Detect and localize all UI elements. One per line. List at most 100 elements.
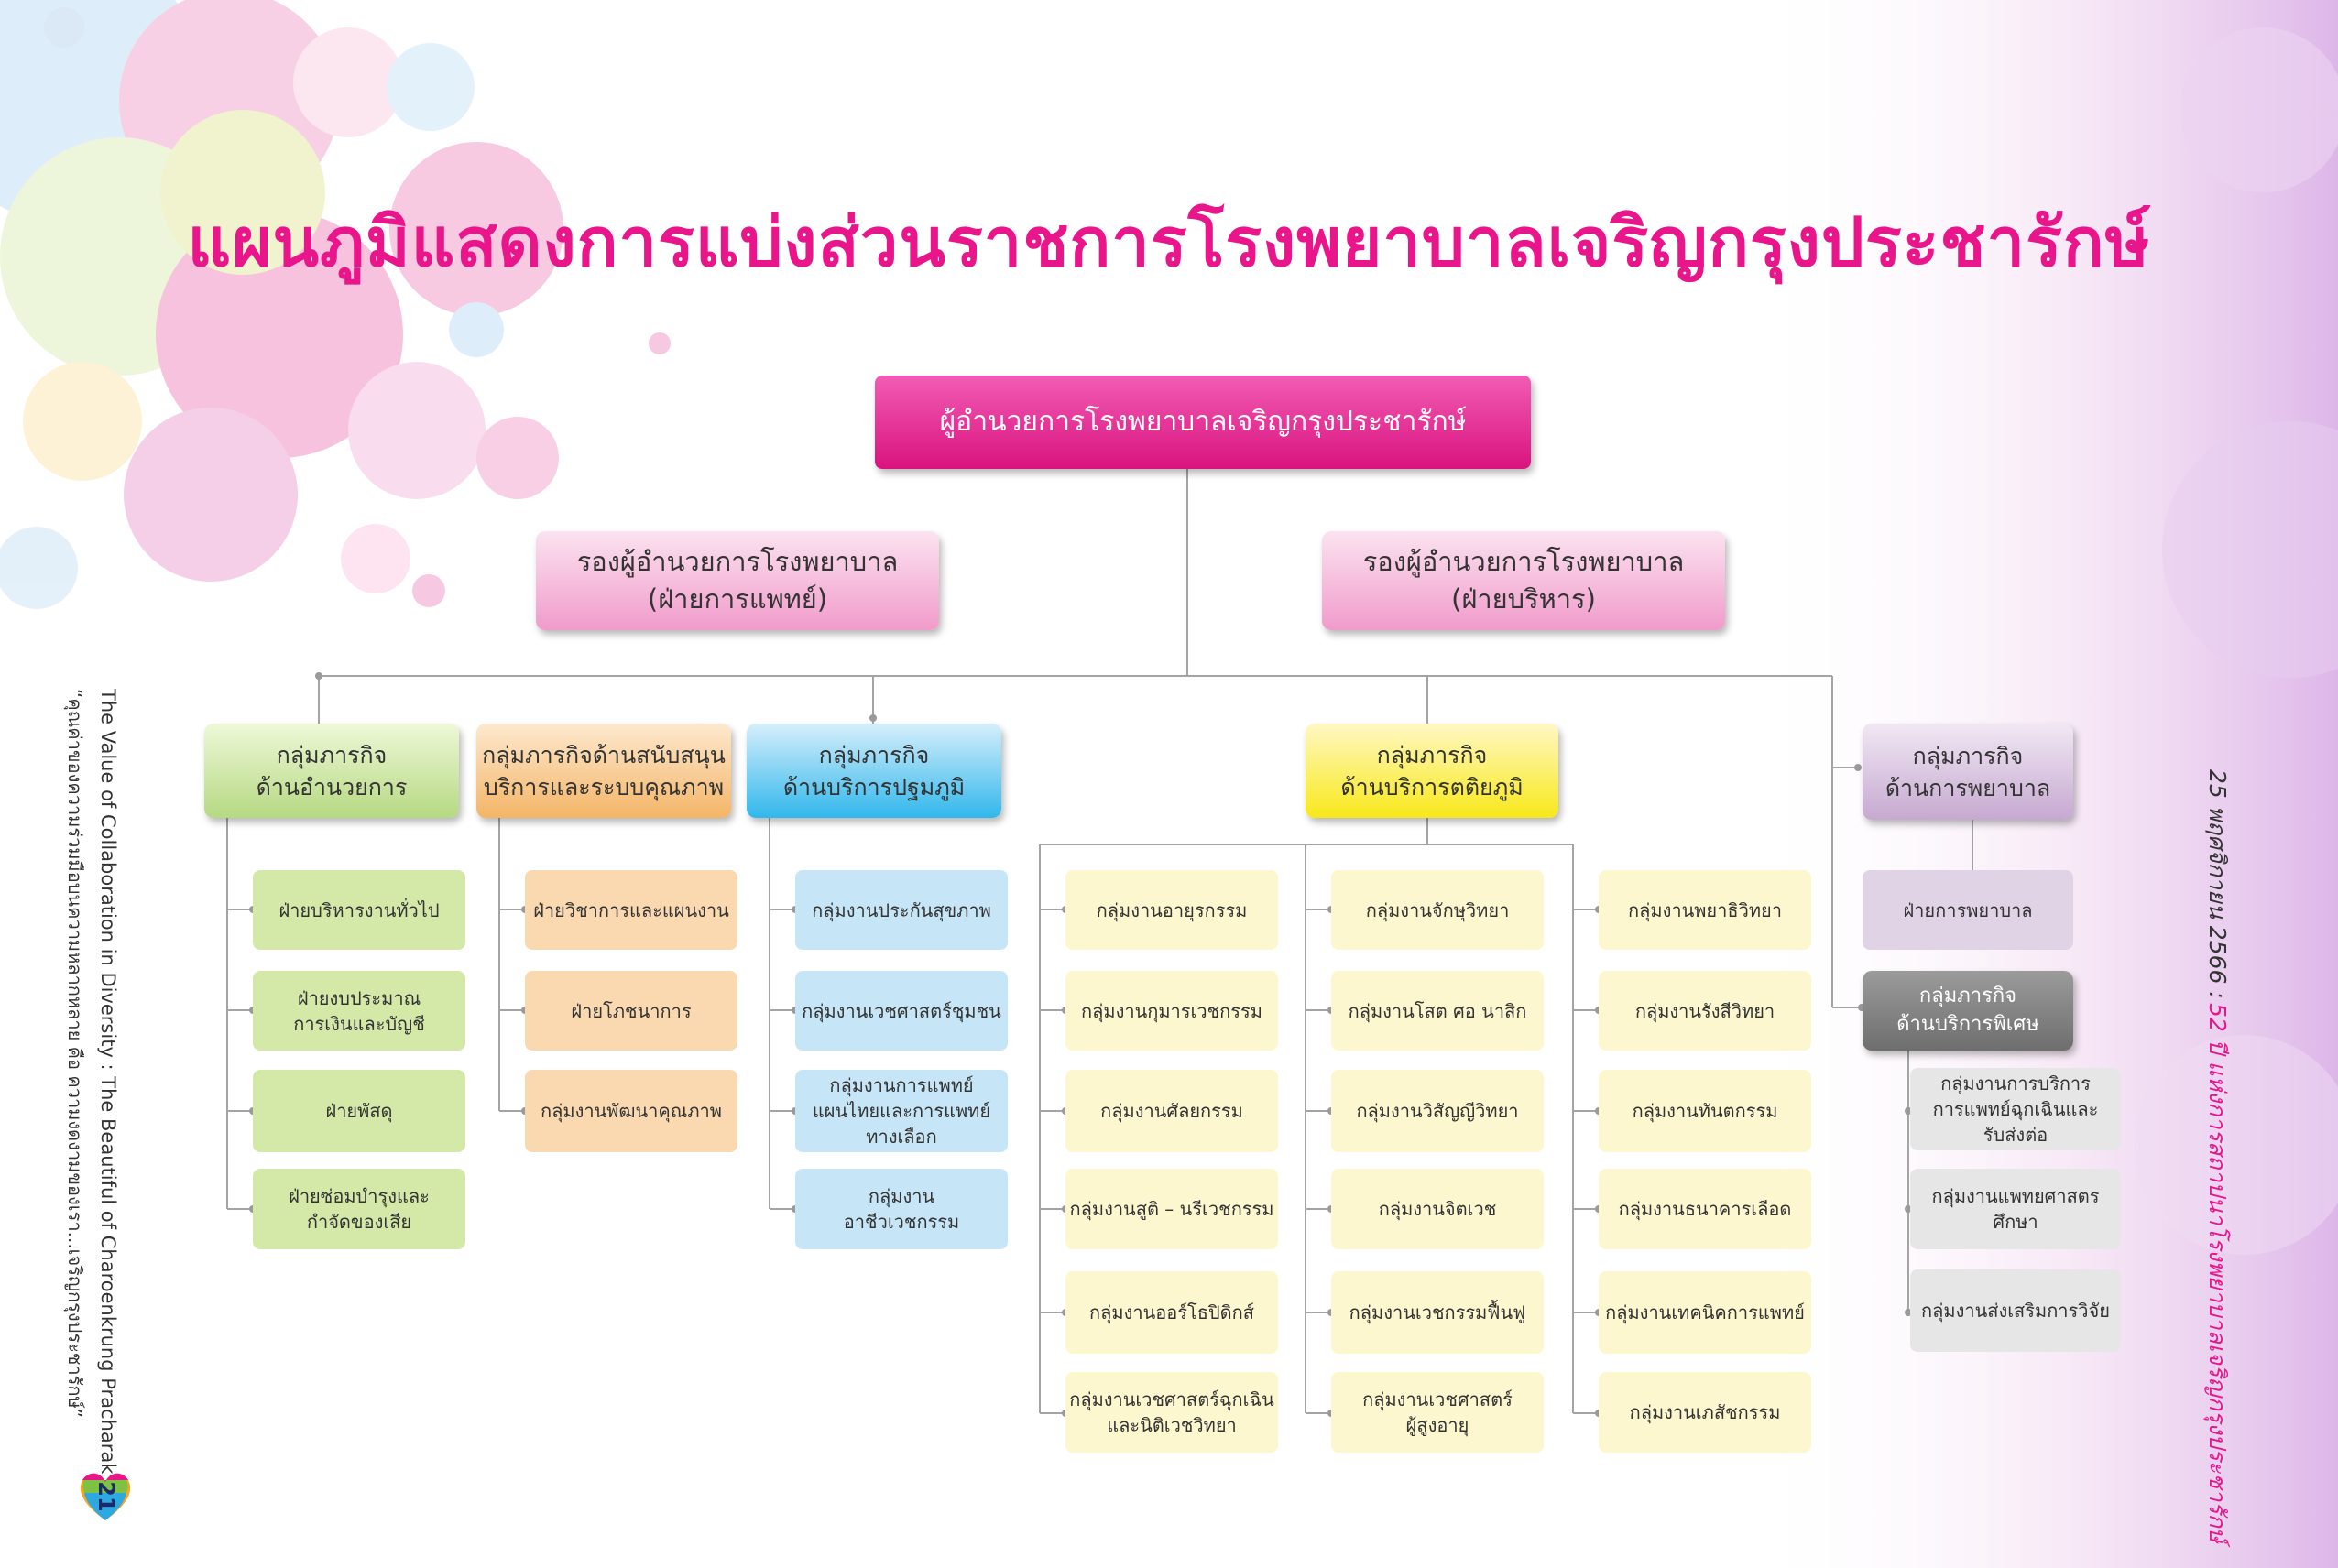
admin-item: ฝ่ายงบประมาณการเงินและบัญชี bbox=[253, 971, 465, 1051]
primary-item-line: กลุ่มงานเวชศาสตร์ชุมชน bbox=[802, 999, 1001, 1022]
admin-item: ฝ่ายซ่อมบำรุงและกำจัดของเสีย bbox=[253, 1169, 465, 1249]
group-tertiary-line1: กลุ่มภารกิจ bbox=[1376, 741, 1488, 768]
tertiary-connector bbox=[1039, 818, 1599, 1414]
deputy-admin-line2: (ฝ่ายบริหาร) bbox=[1451, 583, 1596, 615]
admin-item-line: ฝ่ายพัสดุ bbox=[325, 1100, 393, 1122]
side-slogan-en: The Value of Collaboration in Diversity … bbox=[97, 689, 119, 1475]
group-primary-line2: ด้านบริการปฐมภูมิ bbox=[782, 773, 966, 800]
tertiary-item: กลุ่มงานพยาธิวิทยา bbox=[1599, 870, 1811, 950]
primary-item-line: แผนไทยและการแพทย์ bbox=[812, 1100, 991, 1122]
tertiary-item-line: ผู้สูงอายุ bbox=[1405, 1414, 1469, 1436]
tertiary-item-line: กลุ่มงานรังสีวิทยา bbox=[1634, 999, 1775, 1022]
primary-item-line: อาชีวเวชกรรม bbox=[843, 1211, 960, 1233]
primary-item: กลุ่มงานเวชศาสตร์ชุมชน bbox=[795, 971, 1008, 1051]
admin-item: ฝ่ายบริหารงานทั่วไป bbox=[253, 870, 465, 950]
primary-item-line: กลุ่มงาน bbox=[868, 1185, 935, 1207]
group-special-header: กลุ่มภารกิจ ด้านบริการพิเศษ bbox=[1863, 971, 2073, 1051]
admin-item-line: กำจัดของเสีย bbox=[306, 1211, 412, 1233]
admin-item: ฝ่ายพัสดุ bbox=[253, 1070, 465, 1152]
primary-item: กลุ่มงานประกันสุขภาพ bbox=[795, 870, 1008, 950]
group-primary-header: กลุ่มภารกิจ ด้านบริการปฐมภูมิ bbox=[747, 724, 1001, 818]
page-title: แผนภูมิแสดงการแบ่งส่วนราชการโรงพยาบาลเจร… bbox=[187, 203, 2151, 282]
primary-connector bbox=[769, 818, 795, 1210]
group-special-line1: กลุ่มภารกิจ bbox=[1918, 984, 2017, 1007]
tertiary-item-line: กลุ่มงานโสต ศอ นาสิก bbox=[1348, 999, 1527, 1022]
side-slogan-th: “คุณค่าของความร่วมมือบนความหลากหลาย คือ … bbox=[64, 689, 86, 1419]
nursing-item-line: ฝ่ายการพยาบาล bbox=[1903, 898, 2033, 921]
primary-item-line: ทางเลือก bbox=[866, 1126, 937, 1148]
tertiary-item: กลุ่มงานเวชศาสตร์ฉุกเฉินและนิติเวชวิทยา bbox=[1065, 1372, 1278, 1453]
primary-item-line: กลุ่มงานประกันสุขภาพ bbox=[812, 898, 991, 921]
special-item: กลุ่มงานส่งเสริมการวิจัย bbox=[1910, 1269, 2121, 1352]
special-item-line: กลุ่มงานส่งเสริมการวิจัย bbox=[1921, 1300, 2110, 1322]
support-connector bbox=[498, 818, 525, 1112]
tertiary-item-line: กลุ่มงานอายุรกรรม bbox=[1096, 898, 1248, 921]
special-item: กลุ่มงานแพทยศาสตรศึกษา bbox=[1910, 1169, 2121, 1249]
group-tertiary-line2: ด้านบริการตติยภูมิ bbox=[1340, 773, 1524, 800]
tertiary-item-line: กลุ่มงานศัลยกรรม bbox=[1100, 1100, 1243, 1122]
tertiary-item-line: และนิติเวชวิทยา bbox=[1107, 1414, 1237, 1436]
left-side-band: The Value of Collaboration in Diversity … bbox=[55, 678, 137, 1474]
tertiary-item-line: กลุ่มงานกุมารเวชกรรม bbox=[1081, 999, 1262, 1022]
support-item: กลุ่มงานพัฒนาคุณภาพ bbox=[525, 1070, 737, 1152]
admin-item-line: ฝ่ายซ่อมบำรุงและ bbox=[289, 1185, 430, 1207]
tertiary-item: กลุ่มงานรังสีวิทยา bbox=[1599, 971, 1811, 1051]
support-item-line: ฝ่ายโภชนาการ bbox=[571, 999, 692, 1022]
admin-item-line: ฝ่ายงบประมาณ bbox=[297, 986, 421, 1009]
primary-item-line: กลุ่มงานการแพทย์ bbox=[829, 1074, 974, 1096]
tertiary-item: กลุ่มงานทันตกรรม bbox=[1599, 1070, 1811, 1152]
tertiary-item-line: กลุ่มงานออร์โธปิดิกส์ bbox=[1089, 1301, 1254, 1323]
deputy-medical-line2: (ฝ่ายการแพทย์) bbox=[647, 583, 828, 615]
tertiary-item: กลุ่มงานเวชศาสตร์ผู้สูงอายุ bbox=[1331, 1372, 1544, 1453]
bubble-cluster bbox=[0, 0, 671, 609]
tertiary-item: กลุ่มงานสูติ – นรีเวชกรรม bbox=[1065, 1169, 1278, 1249]
tertiary-item-line: กลุ่มงานเทคนิคการแพทย์ bbox=[1605, 1301, 1805, 1323]
group-support-line1: กลุ่มภารกิจด้านสนับสนุน bbox=[482, 741, 726, 768]
tertiary-item: กลุ่มงานจิตเวช bbox=[1331, 1169, 1544, 1249]
tertiary-item-line: กลุ่มงานจักษุวิทยา bbox=[1365, 898, 1510, 921]
tertiary-item-line: กลุ่มงานจิตเวช bbox=[1378, 1198, 1497, 1220]
special-item-line: กลุ่มงานแพทยศาสตรศึกษา bbox=[1931, 1185, 2100, 1233]
tertiary-item-line: กลุ่มงานเภสัชกรรม bbox=[1629, 1401, 1781, 1423]
tertiary-item: กลุ่มงานจักษุวิทยา bbox=[1331, 870, 1544, 950]
tertiary-item: กลุ่มงานธนาคารเลือด bbox=[1599, 1169, 1811, 1249]
group-tertiary-header: กลุ่มภารกิจ ด้านบริการตติยภูมิ bbox=[1306, 724, 1558, 818]
page-number: 21 bbox=[93, 1481, 119, 1512]
primary-item: กลุ่มงานการแพทย์แผนไทยและการแพทย์ทางเลือ… bbox=[795, 1070, 1008, 1152]
director-box: ผู้อำนวยการโรงพยาบาลเจริญกรุงประชารักษ์ bbox=[875, 376, 1531, 469]
special-item: กลุ่มงานการบริการการแพทย์ฉุกเฉินและรับส่… bbox=[1910, 1068, 2121, 1150]
tertiary-item-line: กลุ่มงานทันตกรรม bbox=[1632, 1100, 1778, 1122]
side-tagline: 52 ปี แห่งการสถาปนาโรงพยาบาลเจริญกรุงประ… bbox=[2204, 1003, 2231, 1543]
tertiary-item-line: กลุ่มงานพยาธิวิทยา bbox=[1628, 898, 1782, 921]
special-item-line: รับส่งต่อ bbox=[1983, 1124, 2048, 1146]
admin-item-line: การเงินและบัญชี bbox=[293, 1012, 425, 1035]
special-item-line: กลุ่มงานการบริการ bbox=[1940, 1073, 2091, 1094]
group-special-line2: ด้านบริการพิเศษ bbox=[1896, 1012, 2039, 1036]
primary-item: กลุ่มงานอาชีวเวชกรรม bbox=[795, 1169, 1008, 1249]
deputy-admin-box: รองผู้อำนวยการโรงพยาบาล (ฝ่ายบริหาร) bbox=[1322, 531, 1725, 630]
nursing-item: ฝ่ายการพยาบาล bbox=[1863, 870, 2073, 950]
deputy-medical-box: รองผู้อำนวยการโรงพยาบาล (ฝ่ายการแพทย์) bbox=[536, 531, 939, 630]
director-label: ผู้อำนวยการโรงพยาบาลเจริญกรุงประชารักษ์ bbox=[939, 406, 1467, 438]
group-nursing-line1: กลุ่มภารกิจ bbox=[1912, 742, 2024, 769]
tertiary-item-line: กลุ่มงานเวชกรรมฟื้นฟู bbox=[1349, 1301, 1526, 1323]
tertiary-item-line: กลุ่มงานสูติ – นรีเวชกรรม bbox=[1069, 1198, 1274, 1220]
support-item-line: กลุ่มงานพัฒนาคุณภาพ bbox=[541, 1100, 722, 1122]
tertiary-item-line: กลุ่มงานเวชศาสตร์ bbox=[1362, 1388, 1513, 1410]
support-item: ฝ่ายโภชนาการ bbox=[525, 971, 737, 1051]
tertiary-item: กลุ่มงานออร์โธปิดิกส์ bbox=[1065, 1271, 1278, 1354]
group-nursing-line2: ด้านการพยาบาล bbox=[1885, 774, 2051, 801]
tertiary-item: กลุ่มงานกุมารเวชกรรม bbox=[1065, 971, 1278, 1051]
special-item-line: การแพทย์ฉุกเฉินและ bbox=[1932, 1098, 2099, 1120]
tertiary-item: กลุ่มงานเทคนิคการแพทย์ bbox=[1599, 1271, 1811, 1354]
tertiary-item: กลุ่มงานเภสัชกรรม bbox=[1599, 1372, 1811, 1453]
deputy-admin-line1: รองผู้อำนวยการโรงพยาบาล bbox=[1362, 546, 1685, 578]
tertiary-item: กลุ่มงานวิสัญญีวิทยา bbox=[1331, 1070, 1544, 1152]
group-support-header: กลุ่มภารกิจด้านสนับสนุน บริการและระบบคุณ… bbox=[476, 724, 731, 818]
tertiary-item: กลุ่มงานอายุรกรรม bbox=[1065, 870, 1278, 950]
tertiary-item-line: กลุ่มงานธนาคารเลือด bbox=[1618, 1198, 1792, 1220]
tertiary-item-line: กลุ่มงานวิสัญญีวิทยา bbox=[1356, 1100, 1519, 1122]
tertiary-item-line: กลุ่มงานเวชศาสตร์ฉุกเฉิน bbox=[1069, 1388, 1274, 1410]
group-admin-line2: ด้านอำนวยการ bbox=[256, 773, 408, 800]
